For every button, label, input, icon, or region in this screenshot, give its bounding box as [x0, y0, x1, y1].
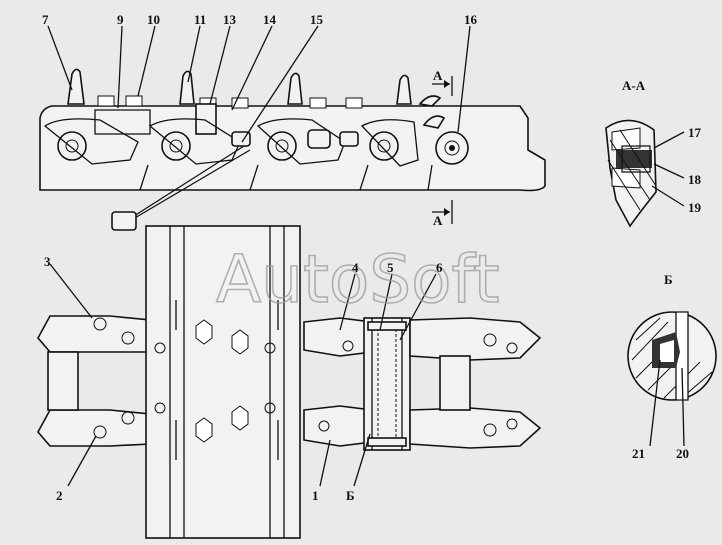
callout-3: 3 — [44, 254, 51, 269]
leaders-top — [47, 25, 471, 143]
callout-7: 7 — [42, 12, 49, 27]
watermark-text: AutoSoft — [216, 241, 499, 318]
callout-2: 2 — [56, 488, 63, 503]
callout-19: 19 — [688, 200, 702, 215]
section-aa — [605, 119, 685, 228]
detail-b — [627, 311, 717, 447]
callout-14: 14 — [263, 12, 277, 27]
callout-5: 5 — [387, 260, 394, 275]
callout-21: 21 — [632, 446, 645, 461]
pin-circles — [43, 118, 469, 167]
callout-9: 9 — [117, 12, 124, 27]
callout-1: 1 — [312, 488, 319, 503]
detail-b-marker: Б — [346, 488, 355, 503]
section-b-title: Б — [664, 272, 673, 287]
side-view-track — [39, 68, 546, 231]
callout-17: 17 — [688, 125, 702, 140]
section-aa-title: А-А — [622, 78, 646, 93]
cut-a-bottom: А — [433, 213, 443, 228]
callout-15: 15 — [310, 12, 324, 27]
callout-20: 20 — [676, 446, 689, 461]
callout-6: 6 — [436, 260, 443, 275]
leaders-bottom — [49, 263, 437, 487]
callout-labels: 7 9 10 11 13 14 15 16 А А А-А 17 18 19 Б… — [42, 12, 702, 503]
cut-a-top: А — [433, 68, 443, 83]
callout-18: 18 — [688, 172, 702, 187]
callout-10: 10 — [147, 12, 160, 27]
callout-13: 13 — [223, 12, 237, 27]
plan-view-track — [37, 225, 542, 539]
callout-4: 4 — [352, 260, 359, 275]
callout-11: 11 — [194, 12, 206, 27]
callout-16: 16 — [464, 12, 478, 27]
